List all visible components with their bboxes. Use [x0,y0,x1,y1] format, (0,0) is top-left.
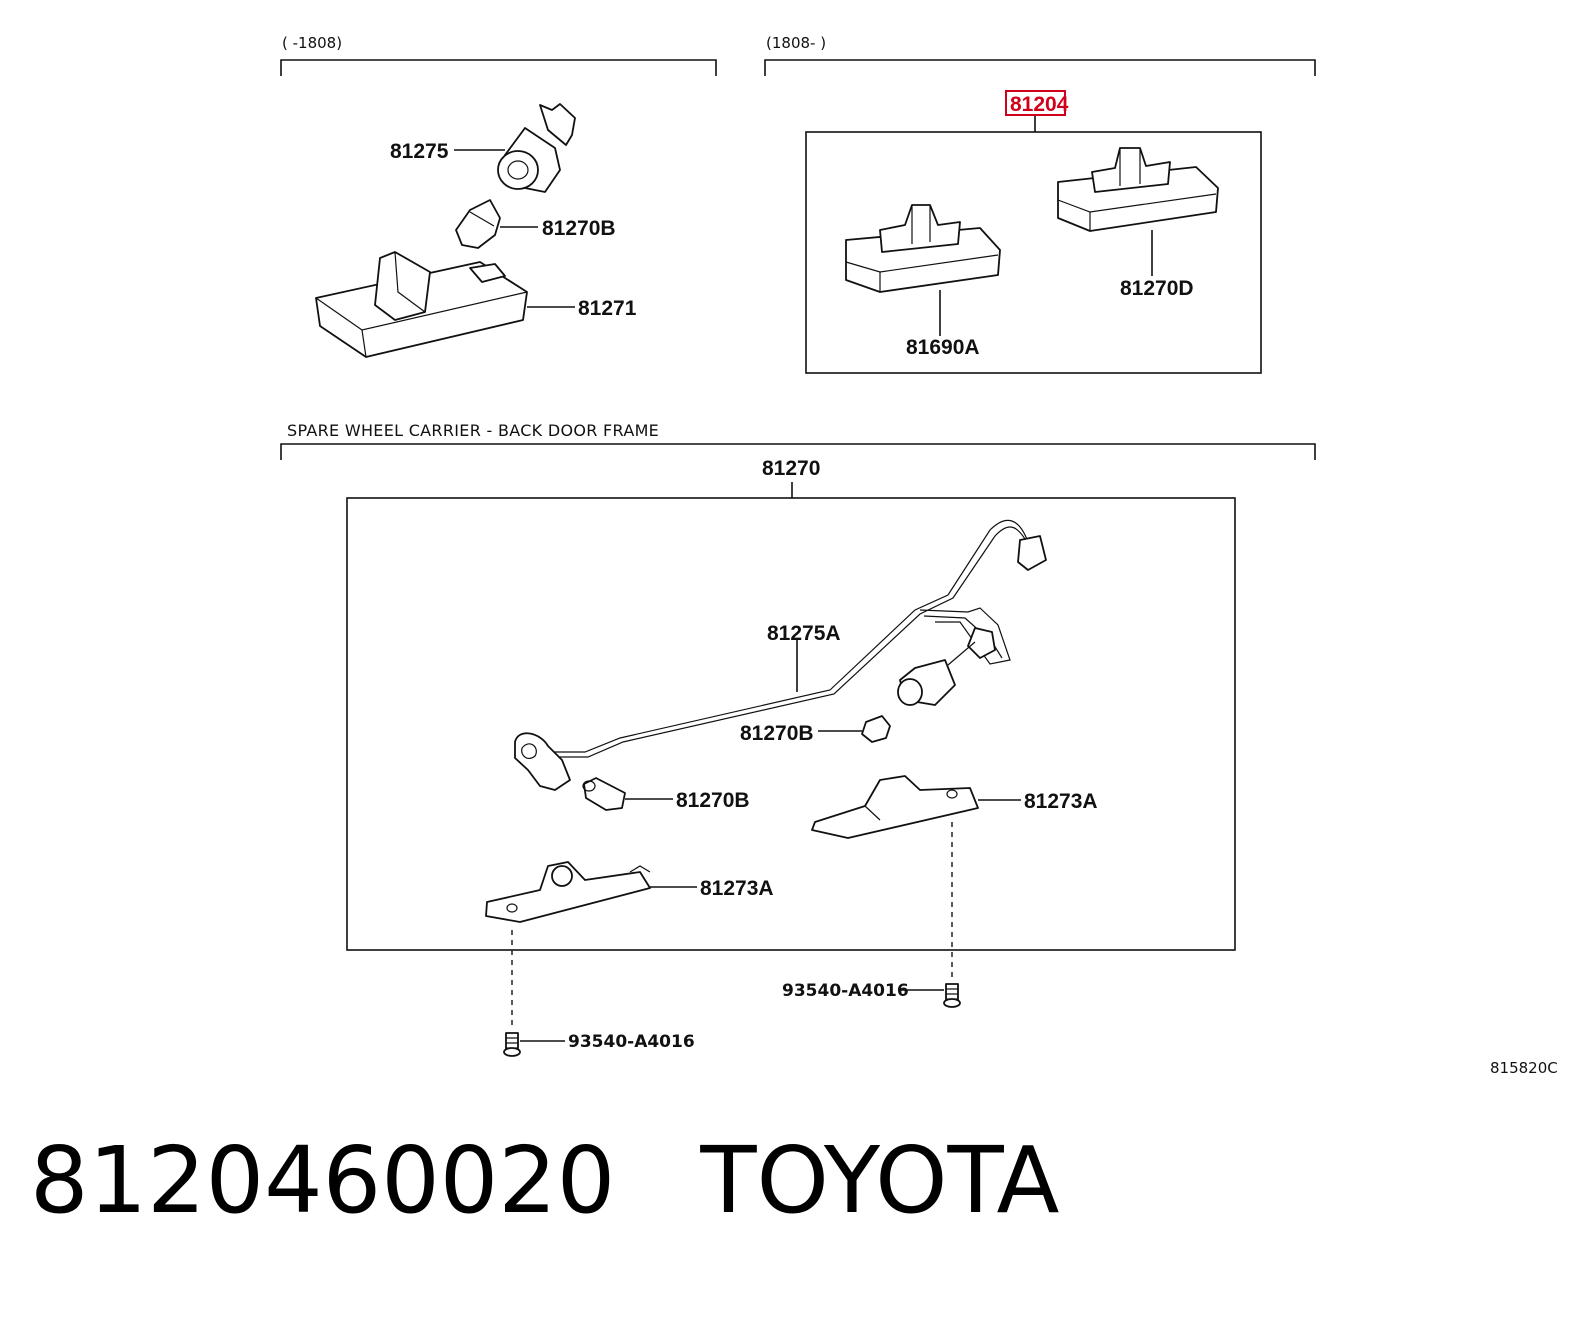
label-81273a-right[interactable]: 81273A [1024,790,1098,813]
label-81270[interactable]: 81270 [762,457,820,480]
label-81275a[interactable]: 81275A [767,622,841,645]
wire-harness-81275a-illustration [514,519,1047,791]
assembly-box-81270 [346,497,1236,951]
label-81270b-low[interactable]: 81270B [676,789,750,812]
label-bolt-right[interactable]: 93540-A4016 [782,981,909,1001]
label-81690a[interactable]: 81690A [906,336,980,359]
label-81271[interactable]: 81271 [578,297,637,320]
label-81204[interactable]: 81204 [1010,93,1069,116]
section-bracket [280,443,1316,460]
label-81270d[interactable]: 81270D [1120,277,1194,300]
bolt-left-illustration [503,1032,521,1057]
lens-housing-81271-illustration [315,251,528,358]
socket-81275-illustration [497,103,576,193]
part-number: 8120460020 [30,1127,616,1234]
highlight-box-81204 [1005,90,1066,116]
label-81273a-left[interactable]: 81273A [700,877,774,900]
label-bolt-left[interactable]: 93540-A4016 [568,1032,695,1052]
range-bracket-right [764,59,1316,76]
bulb-81270b-low-illustration [582,777,626,811]
lamp-81270d-illustration [1057,147,1219,232]
bracket-81273a-left-illustration [485,861,651,923]
brand-name: TOYOTA [700,1127,1060,1234]
range-label-right: (1808- ) [766,34,826,52]
range-label-left: ( -1808) [282,34,342,52]
bulb-81270b-mid-illustration [861,715,891,743]
section-title: SPARE WHEEL CARRIER - BACK DOOR FRAME [287,421,659,440]
assembly-box-81204 [805,131,1262,374]
bulb-81270b-top-illustration [455,199,501,249]
range-bracket-left [280,59,717,76]
label-81270b-top[interactable]: 81270B [542,217,616,240]
label-81270b-mid[interactable]: 81270B [740,722,814,745]
label-81275[interactable]: 81275 [390,140,449,163]
diagram-code: 815820C [1490,1059,1558,1077]
bolt-right-illustration [943,983,961,1008]
bracket-81273a-right-illustration [811,775,979,839]
lamp-81690a-illustration [845,204,1001,293]
